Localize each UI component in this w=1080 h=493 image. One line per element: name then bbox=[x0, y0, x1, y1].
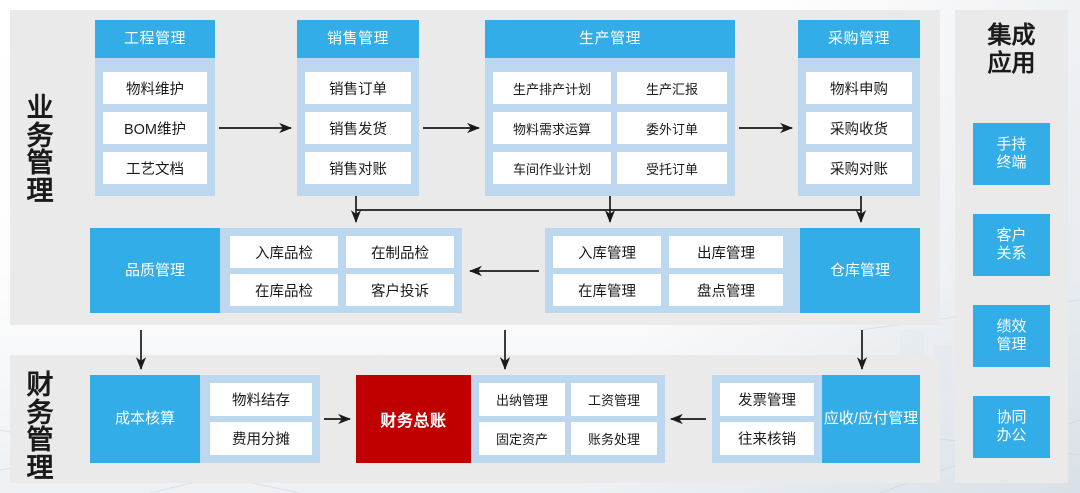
app-tile-collaborative-office[interactable]: 协同 办公 bbox=[973, 396, 1050, 458]
app-collaborative-office-line2: 办公 bbox=[996, 427, 1027, 444]
group-quality-header[interactable]: 品质管理 bbox=[90, 228, 220, 313]
cell-sales-reconciliation[interactable]: 销售对账 bbox=[305, 152, 411, 184]
group-sales-header[interactable]: 销售管理 bbox=[297, 20, 419, 58]
cell-workshop-operation-plan[interactable]: 车间作业计划 bbox=[493, 152, 611, 184]
cell-payroll-management[interactable]: 工资管理 bbox=[571, 383, 657, 416]
cell-accounting-processing[interactable]: 账务处理 bbox=[571, 422, 657, 455]
panel-business-title: 业务管理 bbox=[26, 93, 54, 206]
cell-entrusted-order[interactable]: 受托订单 bbox=[617, 152, 727, 184]
cell-stocktaking-management[interactable]: 盘点管理 bbox=[669, 274, 783, 306]
cell-invoice-management[interactable]: 发票管理 bbox=[720, 383, 814, 416]
group-purchasing-header[interactable]: 采购管理 bbox=[798, 20, 920, 58]
app-collaborative-office-line1: 协同 bbox=[996, 409, 1027, 426]
cell-fixed-assets[interactable]: 固定资产 bbox=[479, 422, 565, 455]
cell-wip-inspection[interactable]: 在制品检 bbox=[346, 236, 454, 268]
app-performance-management-line1: 绩效 bbox=[996, 318, 1027, 335]
cell-material-requirement-calc[interactable]: 物料需求运算 bbox=[493, 112, 611, 144]
app-customer-relations-line1: 客户 bbox=[996, 227, 1027, 244]
cell-sales-delivery[interactable]: 销售发货 bbox=[305, 112, 411, 144]
cell-expense-allocation[interactable]: 费用分摊 bbox=[210, 422, 312, 455]
panel-finance-title: 财务管理 bbox=[26, 370, 54, 483]
cell-material-requisition[interactable]: 物料申购 bbox=[806, 72, 912, 104]
app-handheld-terminal-line2: 终端 bbox=[996, 154, 1027, 171]
group-cost-accounting-header[interactable]: 成本核算 bbox=[90, 375, 200, 463]
group-receivable-payable-header[interactable]: 应收/应付管理 bbox=[822, 375, 920, 463]
cell-instock-management[interactable]: 在库管理 bbox=[553, 274, 661, 306]
cell-outsourcing-order[interactable]: 委外订单 bbox=[617, 112, 727, 144]
cell-customer-complaint[interactable]: 客户投诉 bbox=[346, 274, 454, 306]
integrated-heading-line2: 应用 bbox=[987, 49, 1036, 77]
app-tile-customer-relations[interactable]: 客户 关系 bbox=[973, 214, 1050, 276]
cell-production-report[interactable]: 生产汇报 bbox=[617, 72, 727, 104]
app-performance-management-line2: 管理 bbox=[996, 336, 1027, 353]
app-handheld-terminal-line1: 手持 bbox=[996, 136, 1027, 153]
cell-purchase-receipt[interactable]: 采购收货 bbox=[806, 112, 912, 144]
group-engineering-header[interactable]: 工程管理 bbox=[95, 20, 215, 58]
cell-inbound-management[interactable]: 入库管理 bbox=[553, 236, 661, 268]
cell-purchase-reconciliation[interactable]: 采购对账 bbox=[806, 152, 912, 184]
group-production-header[interactable]: 生产管理 bbox=[485, 20, 735, 58]
cell-inbound-inspection[interactable]: 入库品检 bbox=[230, 236, 338, 268]
block-general-ledger[interactable]: 财务总账 bbox=[356, 375, 471, 463]
cell-cashier-management[interactable]: 出纳管理 bbox=[479, 383, 565, 416]
cell-bom-maintenance[interactable]: BOM维护 bbox=[103, 112, 207, 144]
cell-instock-inspection[interactable]: 在库品检 bbox=[230, 274, 338, 306]
app-customer-relations-line2: 关系 bbox=[996, 245, 1027, 262]
cell-receivable-writeoff[interactable]: 往来核销 bbox=[720, 422, 814, 455]
integrated-heading-line1: 集成 bbox=[987, 22, 1036, 49]
cell-production-schedule-plan[interactable]: 生产排产计划 bbox=[493, 72, 611, 104]
cell-material-balance[interactable]: 物料结存 bbox=[210, 383, 312, 416]
app-tile-handheld-terminal[interactable]: 手持 终端 bbox=[973, 123, 1050, 185]
cell-sales-order[interactable]: 销售订单 bbox=[305, 72, 411, 104]
cell-outbound-management[interactable]: 出库管理 bbox=[669, 236, 783, 268]
cell-process-document[interactable]: 工艺文档 bbox=[103, 152, 207, 184]
integrated-applications-heading: 集成 应用 bbox=[955, 22, 1068, 77]
cell-material-maintenance[interactable]: 物料维护 bbox=[103, 72, 207, 104]
app-tile-performance-management[interactable]: 绩效 管理 bbox=[973, 305, 1050, 367]
group-warehouse-header[interactable]: 仓库管理 bbox=[800, 228, 920, 313]
